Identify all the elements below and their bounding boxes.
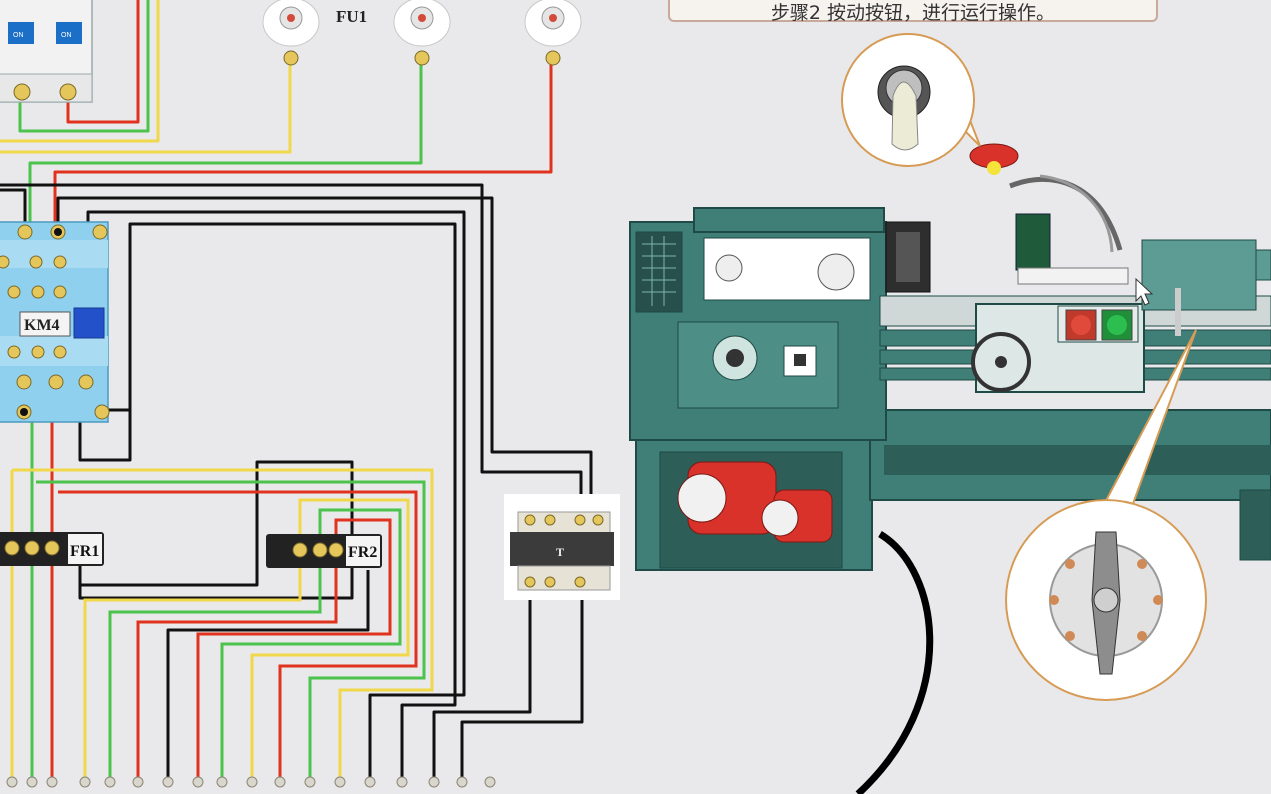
fuse-2 xyxy=(393,0,451,66)
step-instruction-text: 步骤2 按动按钮，进行运行操作。 xyxy=(770,2,1056,24)
wire-yellow-fu1-left xyxy=(0,60,292,154)
thermal-relay-1 xyxy=(0,532,104,566)
thermal-relay-1-label: FR1 xyxy=(70,543,99,560)
wire-black-10 xyxy=(432,595,532,780)
red-stop-button[interactable] xyxy=(1065,309,1097,341)
step-instruction-banner: 步骤2 按动按钮，进行运行操作。 xyxy=(668,0,1158,24)
transformer-label: T xyxy=(556,545,564,559)
thermal-relay-2-label: FR2 xyxy=(348,544,377,561)
wire-green-fu1-mid xyxy=(28,60,423,230)
breaker-on-label-1: ON xyxy=(13,32,24,39)
thermal-relay-2 xyxy=(266,534,382,568)
contactor-label: KM4 xyxy=(24,317,60,334)
wire-black-6 xyxy=(0,188,27,230)
rotary-switch-callout xyxy=(1005,329,1207,701)
fuse-3 xyxy=(524,0,582,66)
breaker-on-label-2: ON xyxy=(61,32,72,39)
wire-green-breaker xyxy=(18,0,150,133)
work-lamp xyxy=(969,143,1019,175)
wire-red-fu1-right xyxy=(53,60,553,230)
wire-green-relay-2 xyxy=(36,480,426,780)
wire-green-relay-4 xyxy=(108,560,322,780)
wire-yellow-relay-4 xyxy=(83,560,302,780)
wire-green-relay-3 xyxy=(220,508,402,780)
wire-black-2 xyxy=(56,196,593,510)
wire-black-11 xyxy=(460,595,584,780)
green-start-button[interactable] xyxy=(1101,309,1133,341)
wire-black-7 xyxy=(255,460,354,545)
wire-yellow-breaker xyxy=(0,0,160,143)
lathe-machine xyxy=(629,174,1271,794)
wire-black-5 xyxy=(128,222,457,780)
circuit-breaker xyxy=(0,0,93,103)
wire-black-1 xyxy=(0,183,583,510)
pointer-cursor-icon xyxy=(1135,277,1154,306)
terminal-strip xyxy=(6,776,496,788)
wire-black-4 xyxy=(78,380,132,462)
wire-red-relay-4 xyxy=(136,560,338,780)
wire-yellow-relay-3 xyxy=(250,498,410,780)
control-transformer xyxy=(504,494,620,600)
lamp-toggle-switch-callout xyxy=(841,33,981,167)
wire-red-relay-3 xyxy=(196,518,392,780)
fuse-label: FU1 xyxy=(336,7,367,26)
wire-black-9 xyxy=(78,560,354,600)
wire-red-relay-2 xyxy=(58,490,418,780)
wire-black-12 xyxy=(166,570,370,780)
wire-yellow-relay-2 xyxy=(12,468,434,780)
wire-red-breaker xyxy=(66,0,140,124)
wire-black-3 xyxy=(86,210,466,780)
wire-black-8 xyxy=(78,545,259,587)
fuse-1 xyxy=(262,0,320,66)
contactor-km4 xyxy=(0,221,110,423)
